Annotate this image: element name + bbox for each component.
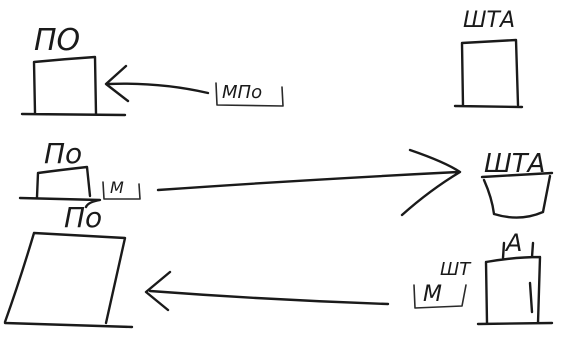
box-po-bottom	[3, 231, 134, 329]
row-1: ПО МПо ШТА	[20, 8, 524, 117]
box-po-mid	[18, 165, 102, 209]
box-po-top	[20, 55, 127, 117]
label-po-mid: По	[44, 137, 82, 170]
row-3: По М ШТ А	[3, 201, 554, 329]
arrow-mid-right	[156, 148, 462, 217]
box-shta-top	[453, 38, 524, 109]
box-a-bottom	[476, 241, 554, 326]
arrow-bottom-left	[144, 270, 390, 312]
label-sht-bottom: ШТ	[440, 259, 472, 280]
arrow-top-left	[104, 64, 210, 103]
svg-text:М: М	[110, 178, 124, 197]
label-shta-top: ШТА	[463, 8, 515, 33]
tag-m-bottom: М	[413, 282, 467, 309]
svg-text:МПо: МПо	[222, 82, 262, 103]
row-2: По М ШТА	[18, 137, 554, 219]
tag-mpo-top: МПо	[215, 82, 284, 107]
label-po-top: ПО	[34, 23, 80, 58]
tag-m-mid: М	[102, 178, 141, 200]
bucket-shta-mid	[480, 171, 554, 219]
label-a-bottom: А	[504, 229, 522, 257]
label-po-bottom: По	[64, 201, 102, 234]
svg-text:М: М	[423, 282, 442, 307]
